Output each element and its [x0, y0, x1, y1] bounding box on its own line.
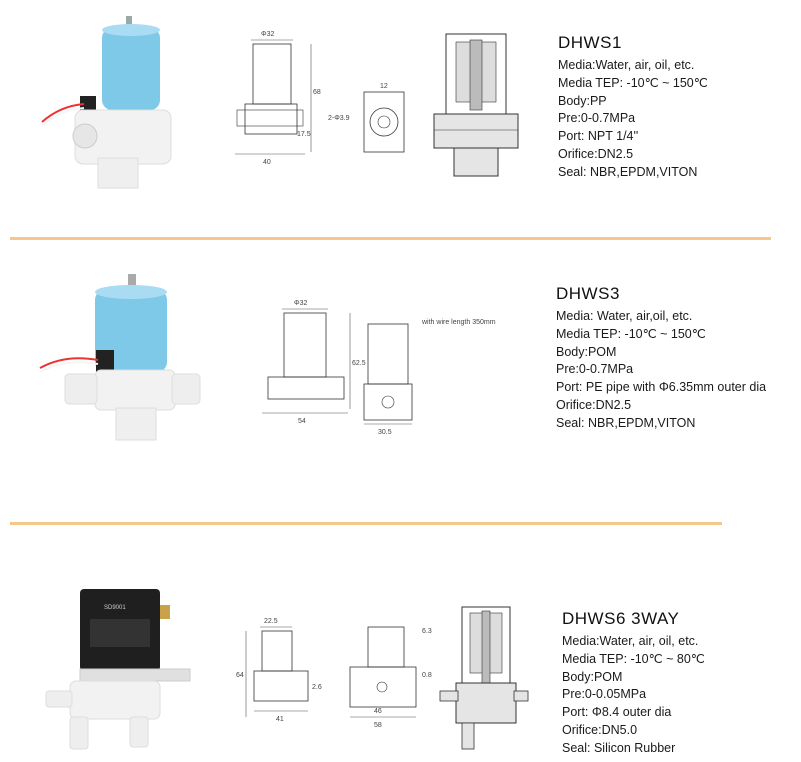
dim-label: 41: [276, 716, 284, 723]
dhws6-drawing-front: 22.5 64 2.6 41: [236, 618, 322, 723]
spec-port: Port: NPT 1/4'': [558, 129, 639, 144]
dim-label: 6.3: [422, 628, 432, 635]
spec-orifice: Orifice:DN5.0: [562, 722, 638, 737]
model-title: DHWS6 3WAY: [562, 609, 680, 628]
spec-pressure: Pre:0-0.05MPa: [562, 687, 647, 702]
dhws6-spec-block: DHWS6 3WAY Media:Water, air, oil, etc. M…: [562, 609, 705, 758]
spec-media: Media:Water, air, oil, etc.: [558, 58, 695, 72]
dhws1-spec-block: DHWS1 Media:Water, air, oil, etc. Media …: [558, 33, 708, 182]
product-dhws6: SD9001 22.5 64 2.6 41 6.3 0.8 46 58: [0, 525, 801, 762]
spec-temperature: Media TEP: -10℃ ~ 150℃: [558, 75, 708, 90]
dhws3-spec-block: DHWS3 Media: Water, air,oil, etc. Media …: [556, 284, 766, 433]
dim-label: 12: [380, 83, 388, 90]
dhws6-drawing-section: [439, 606, 529, 750]
dim-label: 2.6: [312, 684, 322, 691]
dhws6-drawing-side: 6.3 0.8 46 58: [349, 626, 432, 729]
spec-body: Body:POM: [556, 344, 617, 359]
dim-label: Φ32: [261, 31, 274, 38]
dim-label: 68: [313, 89, 321, 96]
dim-label: 58: [374, 722, 382, 729]
dim-label: 64: [236, 672, 244, 679]
spec-media: Media: Water, air,oil, etc.: [556, 309, 693, 323]
spec-seal: Seal: NBR,EPDM,VITON: [558, 164, 698, 179]
dhws1-photo: [41, 16, 172, 189]
coil-label: SD9001: [104, 605, 126, 611]
spec-port: Port: PE pipe with Φ6.35mm outer dia: [556, 380, 767, 395]
section-divider: [10, 237, 771, 240]
spec-seal: Seal: Silicon Rubber: [562, 740, 676, 755]
spec-temperature: Media TEP: -10℃ ~ 150℃: [556, 326, 706, 341]
dhws3-drawing-side: 30.5: [363, 323, 413, 436]
dim-label: 30.5: [378, 429, 392, 436]
dim-label: 17.5: [297, 131, 311, 138]
spec-body: Body:POM: [562, 669, 623, 684]
dim-label: 54: [298, 418, 306, 425]
dim-label: 62.5: [352, 360, 366, 367]
spec-body: Body:PP: [558, 93, 607, 108]
dim-label: 22.5: [264, 618, 278, 625]
spec-pressure: Pre:0-0.7MPa: [556, 362, 634, 377]
dhws1-drawing-front: Φ32 68 17.5 40: [235, 31, 321, 166]
dim-label: Φ32: [294, 300, 307, 307]
dim-label: 2-Φ3.9: [328, 115, 350, 122]
spec-pressure: Pre:0-0.7MPa: [558, 111, 636, 126]
model-title: DHWS3: [556, 284, 620, 303]
wire-length-note: with wire length 350mm: [422, 319, 496, 326]
dhws3-photo: [39, 274, 201, 441]
spec-media: Media:Water, air, oil, etc.: [562, 634, 699, 648]
spec-seal: Seal: NBR,EPDM,VITON: [556, 415, 696, 430]
product-dhws1: Φ32 68 17.5 40 12 2-Φ3.9 DHWS1 Media:Wat…: [0, 0, 801, 235]
dim-label: 46: [374, 708, 382, 715]
dim-label: 40: [263, 159, 271, 166]
spec-temperature: Media TEP: -10℃ ~ 80℃: [562, 651, 705, 666]
dhws1-drawing-section: [433, 33, 519, 177]
dhws6-photo: SD9001: [45, 589, 191, 750]
dhws3-drawing-front: Φ32 62.5 54: [262, 300, 366, 425]
dim-label: 0.8: [422, 672, 432, 679]
section-divider: [10, 522, 722, 525]
spec-orifice: Orifice:DN2.5: [556, 397, 632, 412]
model-title: DHWS1: [558, 33, 622, 52]
dhws1-drawing-top: 12 2-Φ3.9: [328, 83, 405, 153]
spec-orifice: Orifice:DN2.5: [558, 146, 634, 161]
product-dhws3: Φ32 62.5 54 with wire length 350mm 30.5 …: [0, 240, 801, 520]
spec-port: Port: Φ8.4 outer dia: [562, 705, 672, 720]
